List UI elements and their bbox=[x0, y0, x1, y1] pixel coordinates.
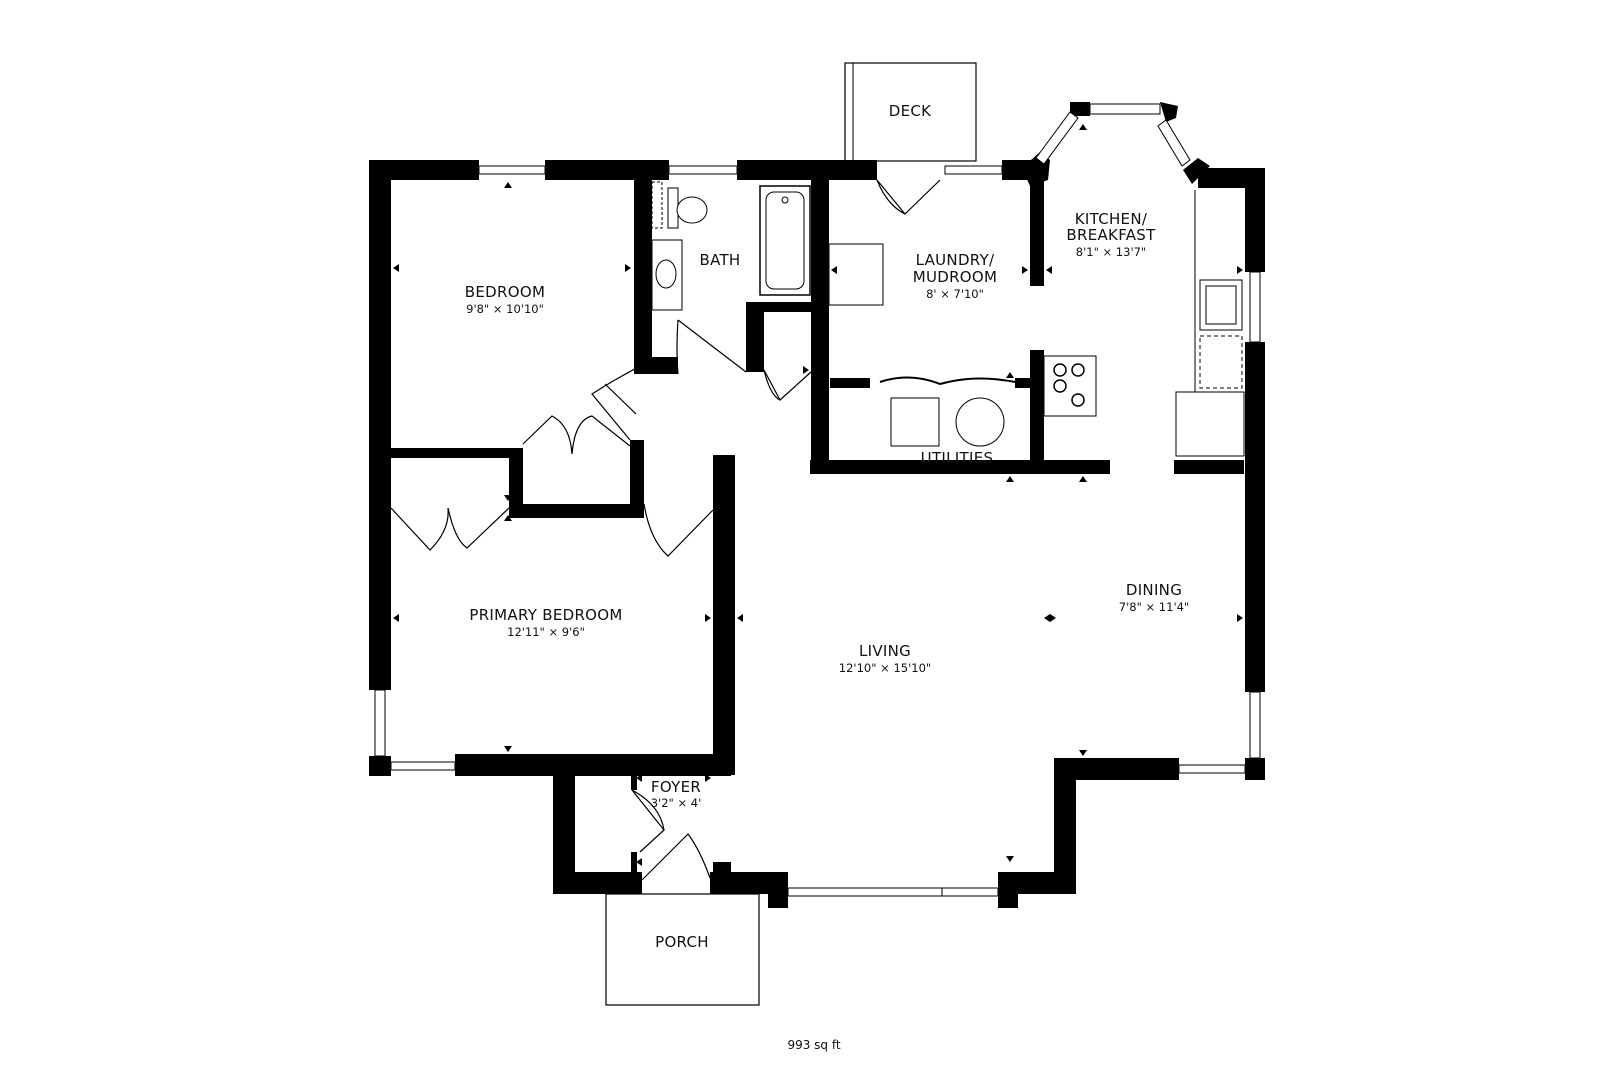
deck bbox=[844, 62, 977, 162]
laundry-name-line2: MUDROOM bbox=[913, 268, 998, 286]
dining-dims: 7'8" × 11'4" bbox=[1119, 600, 1189, 614]
bath-name: BATH bbox=[699, 251, 740, 269]
room-utilities: UTILITIES bbox=[921, 449, 994, 467]
primary-bedroom-dims: 12'11" × 9'6" bbox=[507, 625, 585, 639]
walls bbox=[369, 102, 1265, 908]
porch-name: PORCH bbox=[655, 933, 709, 951]
laundry-dims: 8' × 7'10" bbox=[926, 287, 984, 301]
room-bedroom: BEDROOM 9'8" × 10'10" bbox=[465, 283, 545, 316]
total-area: 993 sq ft bbox=[787, 1038, 840, 1052]
porch bbox=[605, 893, 760, 1006]
utilities-name: UTILITIES bbox=[921, 449, 994, 467]
room-dining: DINING 7'8" × 11'4" bbox=[1119, 581, 1189, 614]
foyer-dims: 3'2" × 4' bbox=[651, 796, 702, 810]
bedroom-name: BEDROOM bbox=[465, 283, 545, 301]
kitchen-name-line2: BREAKFAST bbox=[1066, 226, 1156, 244]
laundry-name-line1: LAUNDRY/ bbox=[916, 251, 995, 269]
kitchen-name-line1: KITCHEN/ bbox=[1075, 210, 1148, 228]
room-primary-bedroom: PRIMARY BEDROOM 12'11" × 9'6" bbox=[469, 606, 622, 639]
room-bath: BATH bbox=[699, 251, 740, 269]
primary-bedroom-name: PRIMARY BEDROOM bbox=[469, 606, 622, 624]
windows bbox=[374, 165, 1261, 897]
room-kitchen: KITCHEN/ BREAKFAST 8'1" × 13'7" bbox=[1066, 210, 1156, 259]
doors bbox=[390, 179, 941, 881]
room-foyer: FOYER 3'2" × 4' bbox=[651, 778, 702, 810]
dining-name: DINING bbox=[1126, 581, 1182, 599]
living-name: LIVING bbox=[859, 642, 911, 660]
fixtures bbox=[651, 181, 1245, 457]
kitchen-dims: 8'1" × 13'7" bbox=[1076, 245, 1146, 259]
living-dims: 12'10" × 15'10" bbox=[839, 661, 931, 675]
room-laundry: LAUNDRY/ MUDROOM 8' × 7'10" bbox=[913, 251, 998, 301]
foyer-name: FOYER bbox=[651, 778, 701, 796]
dimension-markers bbox=[393, 124, 1243, 866]
deck-name: DECK bbox=[889, 102, 932, 120]
room-living: LIVING 12'10" × 15'10" bbox=[839, 642, 931, 675]
interior-walls bbox=[391, 160, 1244, 518]
bedroom-dims: 9'8" × 10'10" bbox=[466, 302, 544, 316]
